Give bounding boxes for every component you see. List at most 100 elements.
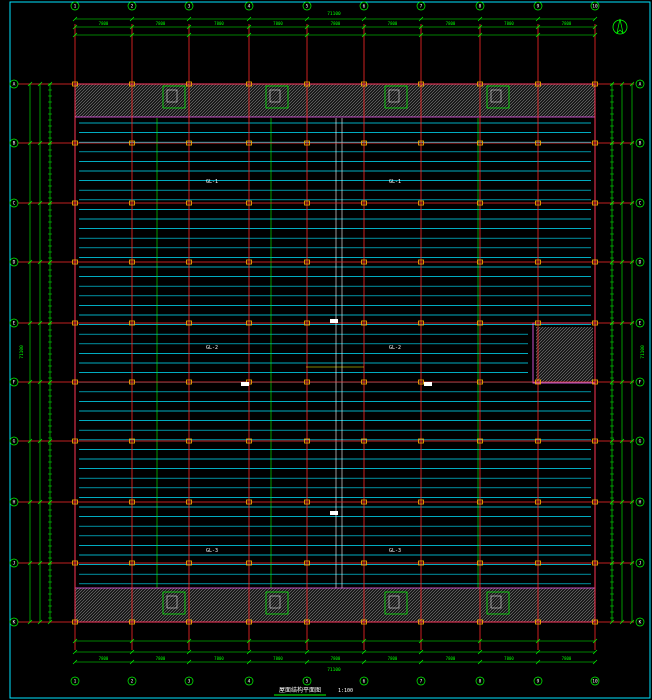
column-6C <box>361 200 367 206</box>
dim-top-mid-tick-9 <box>592 24 598 30</box>
dim-right-outer-tick-7 <box>629 499 635 505</box>
dim-left-mid-tick-3 <box>37 259 43 265</box>
column-8K <box>477 619 483 625</box>
column-1A <box>72 81 78 87</box>
dim-top-outer-tick-6 <box>418 16 424 22</box>
dim-top-bay-1: 7800 <box>156 21 166 26</box>
column-3F <box>186 379 192 385</box>
dim-bottom-mid-tick-5 <box>361 649 367 655</box>
column-9J <box>535 560 541 566</box>
dim-left-inner-tick-6 <box>47 438 53 444</box>
column-8E <box>477 320 483 326</box>
column-8H <box>477 499 483 505</box>
axis-bubble-left-D-circle <box>9 257 19 267</box>
dim-right-mid-tick-0 <box>619 81 625 87</box>
axis-bubble-left-G-circle <box>9 436 19 446</box>
dim-top-inner-tick-1 <box>129 32 135 38</box>
dim-bottom-bay-2: 7800 <box>214 656 224 661</box>
opening-box-3 <box>486 85 510 109</box>
dim-right-inner-tick-6 <box>609 438 615 444</box>
dim-right-outer-tick-3 <box>629 259 635 265</box>
zone-label-middle-left: GL-2 <box>206 345 218 351</box>
axis-bubble-left-E-circle <box>9 318 19 328</box>
column-4J <box>246 560 252 566</box>
column-8G <box>477 438 483 444</box>
axis-bubble-bottom-10-circle <box>590 676 600 686</box>
axis-bubble-left-F-circle <box>9 377 19 387</box>
dim-bottom-mid-tick-7 <box>477 649 483 655</box>
dim-top-outer-tick-2 <box>186 16 192 22</box>
opening-inner-3 <box>490 89 502 103</box>
dim-left-inner-tick-2 <box>47 200 53 206</box>
axis-bubble-bottom-8-label: 8 <box>479 679 482 685</box>
axis-bubble-top-2-circle <box>127 1 137 11</box>
column-7G <box>418 438 424 444</box>
axis-bubble-left-B-label: B <box>13 141 16 147</box>
dim-left-mid-tick-2 <box>37 200 43 206</box>
tag-mark-1 <box>330 511 338 515</box>
dim-bottom-inner-tick-2 <box>186 638 192 644</box>
axis-bubble-right-A-circle <box>635 79 645 89</box>
dim-right-overall: 71100 <box>640 345 646 359</box>
column-9G <box>535 438 541 444</box>
column-8J <box>477 560 483 566</box>
dim-top-mid-tick-7 <box>477 24 483 30</box>
dim-bottom-mid-tick-4 <box>304 649 310 655</box>
dim-top-mid-tick-6 <box>418 24 424 30</box>
column-3K <box>186 619 192 625</box>
dim-bottom-overall: 71100 <box>327 667 341 673</box>
axis-bubble-left-E-label: E <box>13 321 16 327</box>
axis-bubble-left-K-circle <box>9 617 19 627</box>
column-5D <box>304 259 310 265</box>
dim-bottom-outer-tick-5 <box>361 659 367 665</box>
axis-bubble-bottom-7-label: 7 <box>420 679 423 685</box>
dim-bottom-outer-tick-2 <box>186 659 192 665</box>
dim-bottom-mid-tick-0 <box>72 649 78 655</box>
hatched-shaft <box>536 327 593 382</box>
dim-top-mid-tick-4 <box>304 24 310 30</box>
column-2B <box>129 140 135 146</box>
opening-box-2 <box>384 85 408 109</box>
dim-bottom-inner-tick-7 <box>477 638 483 644</box>
dim-right-outer-tick-6 <box>629 438 635 444</box>
column-10E <box>592 320 598 326</box>
dim-left-mid-tick-9 <box>37 619 43 625</box>
column-1B <box>72 140 78 146</box>
dim-bottom-outer-tick-4 <box>304 659 310 665</box>
column-7C <box>418 200 424 206</box>
axis-bubble-bottom-9-circle <box>533 676 543 686</box>
dim-left-inner-tick-4 <box>47 320 53 326</box>
column-2J <box>129 560 135 566</box>
dim-bottom-bay-3: 7800 <box>273 656 283 661</box>
axis-bubble-left-C-circle <box>9 198 19 208</box>
dim-top-bay-2: 7800 <box>214 21 224 26</box>
axis-bubble-left-H-label: H <box>13 500 16 506</box>
dim-top-outer-tick-0 <box>72 16 78 22</box>
dim-top-mid-tick-1 <box>129 24 135 30</box>
dim-bottom-bay-0: 7800 <box>99 656 109 661</box>
dim-left-inner-tick-1 <box>47 140 53 146</box>
dim-left-mid-tick-6 <box>37 438 43 444</box>
axis-bubble-top-4-circle <box>244 1 254 11</box>
dim-top-mid-tick-5 <box>361 24 367 30</box>
sheet-border <box>9 1 651 699</box>
column-6B <box>361 140 367 146</box>
dim-right-inner-tick-1 <box>609 140 615 146</box>
column-1E <box>72 320 78 326</box>
column-10K <box>592 619 598 625</box>
dim-bottom-outer-tick-1 <box>129 659 135 665</box>
dim-left-inner-tick-7 <box>47 499 53 505</box>
column-6K <box>361 619 367 625</box>
opening-inner-2 <box>388 89 400 103</box>
dim-bottom-inner-tick-3 <box>246 638 252 644</box>
column-7J <box>418 560 424 566</box>
dim-top-mid-tick-8 <box>535 24 541 30</box>
zone-label-middle-right: GL-2 <box>389 345 401 351</box>
axis-bubble-bottom-2-label: 2 <box>131 679 134 685</box>
dim-right-inner-tick-7 <box>609 499 615 505</box>
dim-bottom-mid-tick-6 <box>418 649 424 655</box>
column-1C <box>72 200 78 206</box>
dim-bottom-inner-tick-9 <box>592 638 598 644</box>
axis-bubble-top-5-label: 5 <box>306 4 309 10</box>
axis-bubble-top-5-circle <box>302 1 312 11</box>
